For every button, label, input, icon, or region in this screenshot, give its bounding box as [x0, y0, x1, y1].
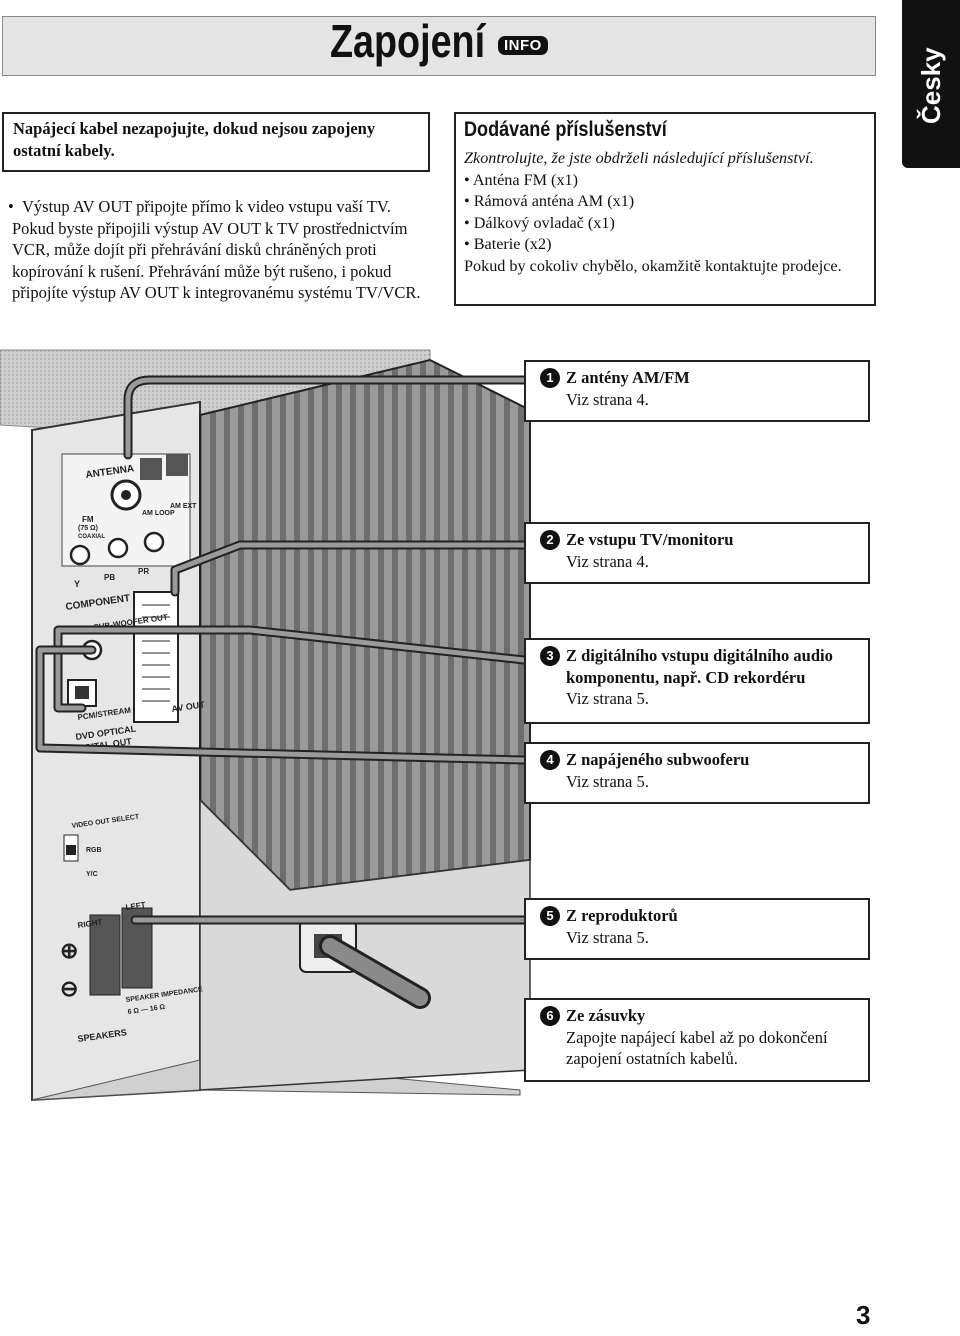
connection-cables — [35, 375, 529, 925]
rear-panel-diagram: ⊕ ⊖ ANTENNA FM (75 Ω) COAXIAL AM LOOP AM… — [0, 349, 531, 1102]
title-bar — [2, 16, 876, 76]
callout-power-outlet: 6 Ze zásuvky Zapojte napájecí kabel až po… — [524, 998, 870, 1082]
callout-line: Zapojte napájecí kabel až po dokončení — [566, 1027, 828, 1047]
heatsink — [199, 358, 531, 892]
accessory-item: • Baterie (x2) — [464, 235, 552, 253]
language-tab — [902, 0, 960, 168]
av-out-note-text: Výstup AV OUT připojte přímo k video vst… — [12, 197, 421, 302]
am-loop-terminal — [140, 458, 162, 480]
accessory-item: • Rámová anténa AM (x1) — [464, 192, 635, 210]
accessory-item: • Dálkový ovladač (x1) — [464, 213, 615, 232]
warning-text: Napájecí kabel nezapojujte, dokud nejsou… — [13, 119, 376, 160]
callout-line: Viz strana 4. — [566, 389, 649, 409]
callout-title: Z digitálního vstupu digitálního audio — [566, 646, 833, 665]
callout-title: Ze zásuvky — [566, 1006, 646, 1025]
label-av-out: AV OUT — [171, 699, 206, 714]
info-badge: INFO — [498, 36, 548, 55]
callout-number: 3 — [540, 646, 560, 666]
accessories-intro: Zkontrolujte, že jste obdrželi následují… — [464, 149, 814, 167]
accessories-box — [454, 112, 876, 306]
callout-line: Viz strana 5. — [566, 689, 649, 708]
label-y: Y — [74, 579, 80, 589]
callout-title: Ze vstupu TV/monitoru — [566, 530, 734, 549]
label-am-ext: AM EXT — [170, 503, 197, 510]
label-pb: PB — [104, 573, 115, 582]
label-coaxial: COAXIAL — [78, 534, 105, 540]
callout-line: Viz strana 4. — [566, 551, 649, 571]
callout-subwoofer: 4 Z napájeného subwooferu Viz strana 5. — [524, 742, 870, 804]
label-left: LEFT — [125, 900, 146, 912]
bullet: • — [8, 197, 14, 216]
callout-number: 2 — [540, 530, 560, 550]
callout-line: Viz strana 5. — [566, 771, 649, 791]
callout-number: 6 — [540, 1006, 560, 1026]
page-number: 3 — [856, 1300, 871, 1330]
label-rgb: RGB — [86, 847, 102, 854]
speaker-terminal-right — [89, 914, 121, 996]
accessory-item: • Anténa FM (x1) — [464, 170, 579, 189]
av-out-note: • Výstup AV OUT připojte přímo k video v… — [8, 196, 423, 304]
label-am-loop: AM LOOP — [142, 510, 175, 517]
callout-title: Z reproduktorů — [566, 906, 678, 925]
callout-number: 1 — [540, 368, 560, 388]
callout-speakers: 5 Z reproduktorů Viz strana 5. — [524, 898, 870, 960]
language-tab-label: Česky — [916, 47, 946, 124]
warning-box — [2, 112, 430, 172]
callout-antenna: 1 Z antény AM/FM Viz strana 4. — [524, 360, 870, 422]
label-fm-ohm: (75 Ω) — [78, 525, 98, 532]
page-title: Zapojení — [330, 15, 486, 67]
callout-line: zapojení ostatních kabelů. — [566, 1049, 738, 1068]
svg-text:⊖: ⊖ — [60, 976, 78, 1001]
svg-text:⊕: ⊕ — [60, 938, 78, 963]
am-ext-terminal — [166, 454, 188, 476]
callout-title: Z antény AM/FM — [566, 368, 690, 387]
callout-number: 4 — [540, 750, 560, 770]
label-pr: PR — [138, 567, 149, 576]
label-right: RIGHT — [77, 918, 103, 930]
accessories-footer: Pokud by cokoliv chybělo, okamžitě konta… — [464, 256, 842, 275]
callout-title: Z napájeného subwooferu — [566, 750, 750, 769]
accessories-body: Zkontrolujte, že jste obdrželi následují… — [464, 148, 864, 277]
callout-line: Viz strana 5. — [566, 927, 649, 947]
callout-tv-monitor: 2 Ze vstupu TV/monitoru Viz strana 4. — [524, 522, 870, 584]
scart-connector — [133, 591, 179, 723]
label-fm: FM — [82, 515, 94, 524]
accessories-heading: Dodávané příslušenství — [464, 118, 667, 141]
callout-title-2: komponentu, např. CD rekordéru — [566, 667, 806, 687]
label-yc: Y/C — [86, 871, 98, 878]
callout-number: 5 — [540, 906, 560, 926]
